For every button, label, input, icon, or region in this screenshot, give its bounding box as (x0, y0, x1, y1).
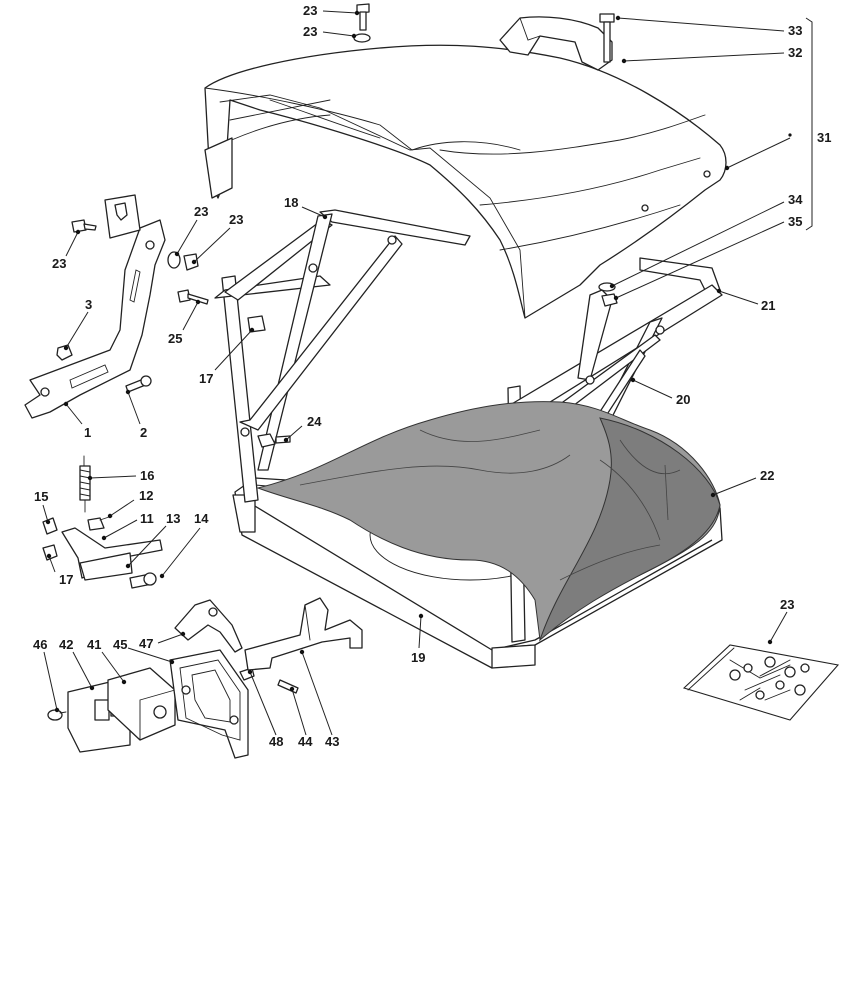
callout-31: 31 (817, 130, 831, 145)
callout-21: 21 (761, 298, 775, 313)
callout-14: 14 (194, 511, 209, 526)
callout-48: 48 (269, 734, 283, 749)
hardware-bag (682, 644, 840, 721)
callout-24: 24 (307, 414, 322, 429)
callout-17: 17 (59, 572, 73, 587)
latch-group (47, 597, 363, 759)
callout-32: 32 (788, 45, 802, 60)
callout-23: 23 (780, 597, 794, 612)
callout-46: 46 (33, 637, 47, 652)
callout-25: 25 (168, 331, 182, 346)
callout-11: 11 (140, 511, 154, 526)
callout-2: 2 (140, 425, 147, 440)
callout-23: 23 (303, 24, 317, 39)
callout-3: 3 (85, 297, 92, 312)
callout-18: 18 (284, 195, 298, 210)
callout-23: 23 (303, 3, 317, 18)
callout-22: 22 (760, 468, 774, 483)
hinge-bracket-group (24, 194, 166, 419)
callout-47: 47 (139, 636, 153, 651)
callout-34: 34 (788, 192, 803, 207)
callout-17: 17 (199, 371, 213, 386)
callout-23: 23 (194, 204, 208, 219)
nuts-bolts-upper (167, 3, 618, 448)
callout-41: 41 (87, 637, 101, 652)
catcher-lid (204, 13, 727, 319)
callout-42: 42 (59, 637, 73, 652)
callout-19: 19 (411, 650, 425, 665)
callout-labels: 23 23 33 32 31 34 35 21 20 22 19 18 23 2… (33, 3, 831, 749)
callout-12: 12 (139, 488, 153, 503)
callout-15: 15 (34, 489, 48, 504)
callout-20: 20 (676, 392, 690, 407)
leader-lines (42, 10, 813, 736)
callout-35: 35 (788, 214, 802, 229)
callout-44: 44 (298, 734, 313, 749)
callout-13: 13 (166, 511, 180, 526)
callout-16: 16 (140, 468, 154, 483)
callout-1: 1 (84, 425, 91, 440)
callout-23: 23 (229, 212, 243, 227)
callout-23: 23 (52, 256, 66, 271)
callout-33: 33 (788, 23, 802, 38)
catcher-bag (256, 401, 721, 642)
callout-43: 43 (325, 734, 339, 749)
callout-45: 45 (113, 637, 127, 652)
